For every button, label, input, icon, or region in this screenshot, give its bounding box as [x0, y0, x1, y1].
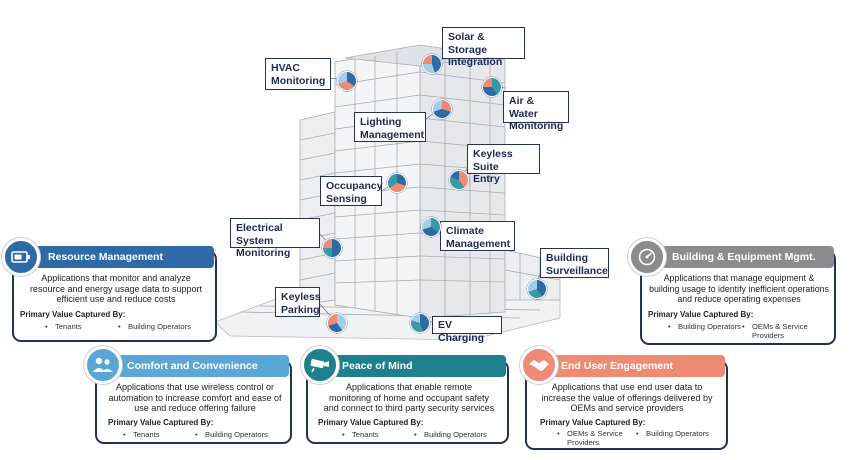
card-peace-title: Peace of Mind [342, 360, 413, 372]
pie-marker-electrical [322, 238, 342, 258]
card-engagement-title: End User Engagement [561, 360, 674, 372]
card-comfort-bullet: Building Operators [195, 430, 268, 439]
label-ev-charging: EV Charging [432, 316, 502, 344]
card-engagement-header: End User Engagement [549, 355, 725, 377]
card-peace-primary-value: Primary Value Captured By: [318, 418, 424, 427]
pie-marker-keyless-suite [449, 170, 469, 190]
card-comfort-primary-value: Primary Value Captured By: [108, 418, 214, 427]
card-resource-primary-value: Primary Value Captured By: [20, 310, 126, 319]
pie-marker-climate [421, 217, 441, 237]
pie-marker-lighting [432, 99, 452, 119]
card-comfort-header: Comfort and Convenience [117, 355, 289, 377]
card-resource-title: Resource Management [48, 251, 163, 263]
battery-icon [2, 238, 40, 276]
pie-marker-solar [422, 54, 442, 74]
card-building-bullet: OEMs & Service [742, 322, 808, 331]
card-engagement-bullet: OEMs & Service [557, 429, 623, 438]
card-building-title: Building & Equipment Mgmt. [672, 251, 816, 263]
pie-marker-air-water [482, 77, 502, 97]
people-icon [84, 346, 122, 384]
card-building-description: Applications that manage equipment &buil… [649, 273, 829, 304]
card-engagement-primary-value: Primary Value Captured By: [540, 418, 646, 427]
pie-marker-occupancy [387, 173, 407, 193]
pie-marker-keyless-parking [327, 313, 347, 333]
card-resource-header: Resource Management [34, 246, 214, 268]
card-resource-bullet: Building Operators [118, 322, 191, 331]
card-comfort-description: Applications that use wireless control o… [108, 382, 282, 413]
camera-icon [301, 346, 339, 384]
card-comfort-bullet: Tenants [123, 430, 159, 439]
pie-marker-hvac [337, 71, 357, 91]
card-building-bullet-cont: Providers [752, 331, 785, 340]
pie-marker-ev-charging [410, 313, 430, 333]
card-engagement-bullet: Building Operators [636, 429, 709, 438]
card-peace-bullet: Building Operators [414, 430, 487, 439]
card-building-bullet: Building Operators [668, 322, 741, 331]
gauge-icon [628, 238, 666, 276]
card-resource-bullet: Tenants [45, 322, 81, 331]
card-building-header: Building & Equipment Mgmt. [662, 246, 834, 268]
handshake-icon [520, 346, 558, 384]
card-comfort-title: Comfort and Convenience [127, 360, 258, 372]
pie-marker-surveillance [527, 279, 547, 299]
card-engagement-bullet-cont: Providers [567, 438, 600, 447]
card-peace-bullet: Tenants [342, 430, 378, 439]
card-building-primary-value: Primary Value Captured By: [648, 310, 754, 319]
card-peace-header: Peace of Mind [330, 355, 506, 377]
